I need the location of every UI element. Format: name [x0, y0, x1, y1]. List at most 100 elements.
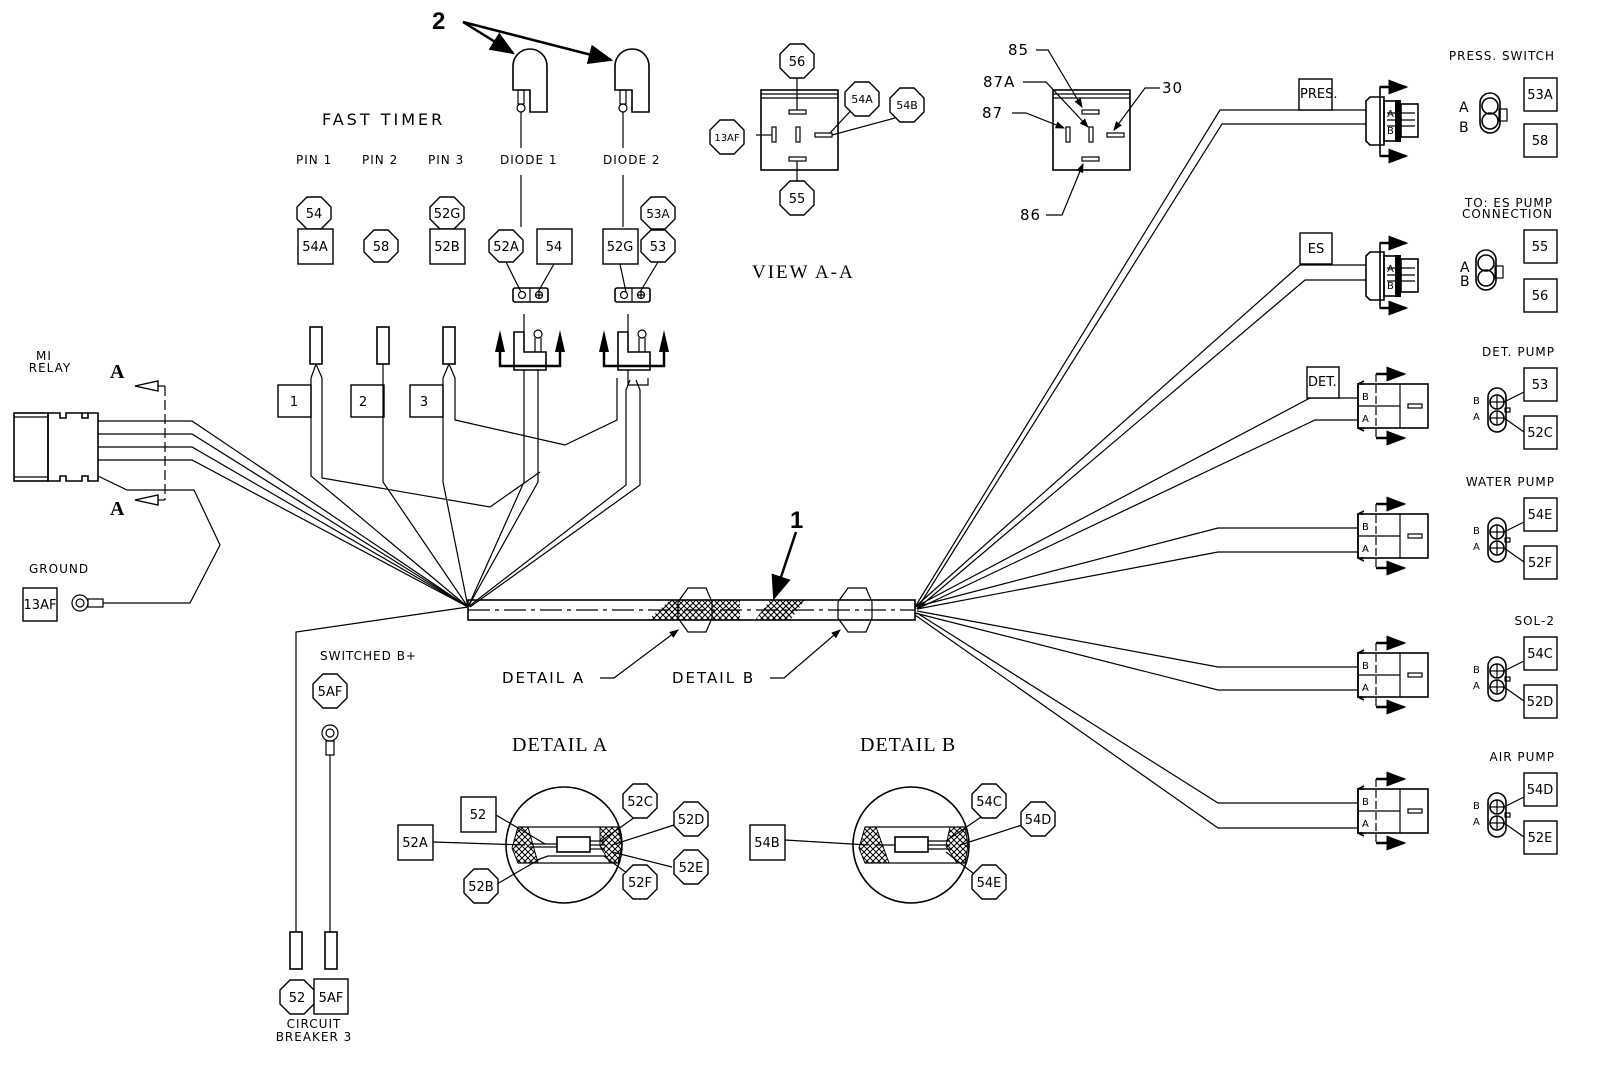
pin-3-label: PIN 3	[428, 153, 464, 167]
pin-label: B	[1362, 392, 1369, 403]
callout-arrow	[462, 20, 614, 65]
svg-text:52A: 52A	[402, 836, 428, 851]
wire-tag-box: 54	[536, 228, 573, 265]
wire-tag-octagon: 13AF	[709, 119, 745, 155]
svg-text:A: A	[1460, 260, 1470, 276]
svg-text:58: 58	[373, 240, 390, 255]
wire-tag-octagon: 5AF	[312, 673, 348, 709]
ring-terminal-icon	[71, 594, 104, 612]
svg-text:54E: 54E	[1528, 508, 1553, 523]
svg-text:B: B	[1459, 120, 1469, 136]
wire-tag-octagon: 54C	[971, 783, 1007, 819]
detail-b-splice	[784, 786, 1023, 904]
svg-text:52C: 52C	[1527, 426, 1553, 441]
pin-label: A	[1362, 414, 1369, 425]
svg-text:54B: 54B	[754, 836, 779, 851]
mating-face-press: A B	[1459, 92, 1508, 136]
svg-text:A: A	[1473, 817, 1480, 828]
es-pump-label-1: TO: ES PUMP	[1464, 196, 1553, 210]
svg-text:55: 55	[1532, 240, 1549, 255]
wire-tag-box: 54B	[749, 824, 786, 861]
callout-2: 2	[432, 8, 445, 35]
wire-tag-octagon: 52E	[673, 849, 709, 885]
svg-text:52A: 52A	[493, 240, 519, 255]
wire-tag-box: 52G	[602, 228, 639, 265]
detail-a-leader	[600, 629, 679, 679]
section-mark-bottom: A	[110, 498, 125, 520]
svg-text:52: 52	[289, 991, 306, 1006]
connector-tag-2: 2	[350, 384, 385, 418]
pin-85-label: 85	[1008, 41, 1029, 59]
wire-tag-octagon: 52G	[429, 196, 465, 230]
connector-det-pump: BA	[1357, 366, 1429, 446]
sol-2-label: SOL-2	[1514, 614, 1555, 628]
wire-tag-box: 56	[1523, 278, 1558, 313]
ring-terminal-icon	[321, 724, 339, 932]
wire-tag-box: 52C	[1523, 415, 1558, 450]
det-pump-label: DET. PUMP	[1482, 345, 1555, 359]
svg-text:54: 54	[546, 240, 563, 255]
ground-tag: 13AF	[22, 587, 58, 622]
callout-arrow	[462, 20, 516, 55]
wire-tag-box: 52	[460, 796, 497, 833]
wire-tag-octagon: 55	[779, 180, 815, 216]
wire-tag-box: 53A	[1523, 77, 1558, 112]
circuit-breaker-label-1: CIRCUIT	[287, 1017, 342, 1031]
wire-tag-box: 52F	[1523, 545, 1558, 580]
wire-tag-octagon: 58	[363, 229, 399, 263]
connector-sol-2: BA	[1357, 635, 1429, 715]
svg-text:B: B	[1387, 126, 1394, 137]
pin-1-label: PIN 1	[296, 153, 332, 167]
diode-1-label: DIODE 1	[500, 153, 558, 167]
wire-tag-box: 58	[1523, 123, 1558, 158]
svg-text:54A: 54A	[302, 240, 328, 255]
wire-tag-octagon: 52C	[622, 783, 658, 819]
svg-text:52D: 52D	[678, 813, 705, 828]
svg-text:DET.: DET.	[1308, 375, 1337, 390]
pin-label: A	[1362, 544, 1369, 555]
svg-text:B: B	[1473, 396, 1480, 407]
view-aa-relay-socket	[756, 73, 896, 183]
connector-air-pump: BA	[1357, 771, 1429, 851]
diode-2-label: DIODE 2	[603, 153, 661, 167]
wire-tag-octagon: 53	[640, 229, 676, 263]
wire-tag-box: 52A	[397, 824, 434, 861]
svg-text:54A: 54A	[851, 93, 873, 106]
diode-cap-1	[512, 48, 548, 148]
svg-text:ES: ES	[1308, 242, 1324, 257]
connector-tag-1: 1	[277, 384, 312, 418]
svg-text:54C: 54C	[976, 795, 1002, 810]
wire-tag-octagon: 56	[779, 43, 815, 79]
timer-terminal-2	[376, 326, 390, 365]
callout-arrow	[771, 531, 798, 601]
svg-text:52G: 52G	[434, 207, 461, 222]
wire-tag-octagon: 54D	[1020, 801, 1056, 837]
breaker-terminal-1	[289, 931, 303, 970]
pin-label: A	[1362, 819, 1369, 830]
svg-text:5AF: 5AF	[319, 991, 344, 1006]
diode-cap-2	[614, 48, 650, 148]
breaker-terminal-2	[324, 931, 338, 970]
wire-tag-box: 52E	[1523, 820, 1558, 855]
view-aa-title: VIEW A-A	[752, 262, 855, 283]
wire-tag-octagon: 52F	[622, 864, 658, 900]
svg-text:B: B	[1473, 801, 1480, 812]
wire-tag-octagon: 53A	[640, 196, 676, 230]
connector-es-pump: A B	[1365, 235, 1419, 316]
detail-a-splice	[432, 786, 675, 904]
mi-relay-label-1: MI	[36, 349, 52, 363]
mating-face-sol-2: BA	[1473, 656, 1525, 702]
pin-label: A	[1362, 683, 1369, 694]
wire-tag-box: 54E	[1523, 497, 1558, 532]
svg-text:54C: 54C	[1527, 647, 1553, 662]
pin-87a-label: 87A	[983, 73, 1015, 91]
timer-terminal-3	[442, 326, 456, 365]
wire-tag-octagon: 54	[296, 196, 332, 230]
wire-tag-octagon: 54B	[889, 87, 925, 123]
mating-face-air-pump: BA	[1473, 792, 1525, 838]
svg-text:52B: 52B	[468, 880, 493, 895]
svg-text:A: A	[1473, 542, 1480, 553]
wire-tag-box: 54C	[1523, 636, 1558, 671]
svg-text:2: 2	[359, 395, 367, 410]
harness-wires-left	[97, 363, 649, 932]
